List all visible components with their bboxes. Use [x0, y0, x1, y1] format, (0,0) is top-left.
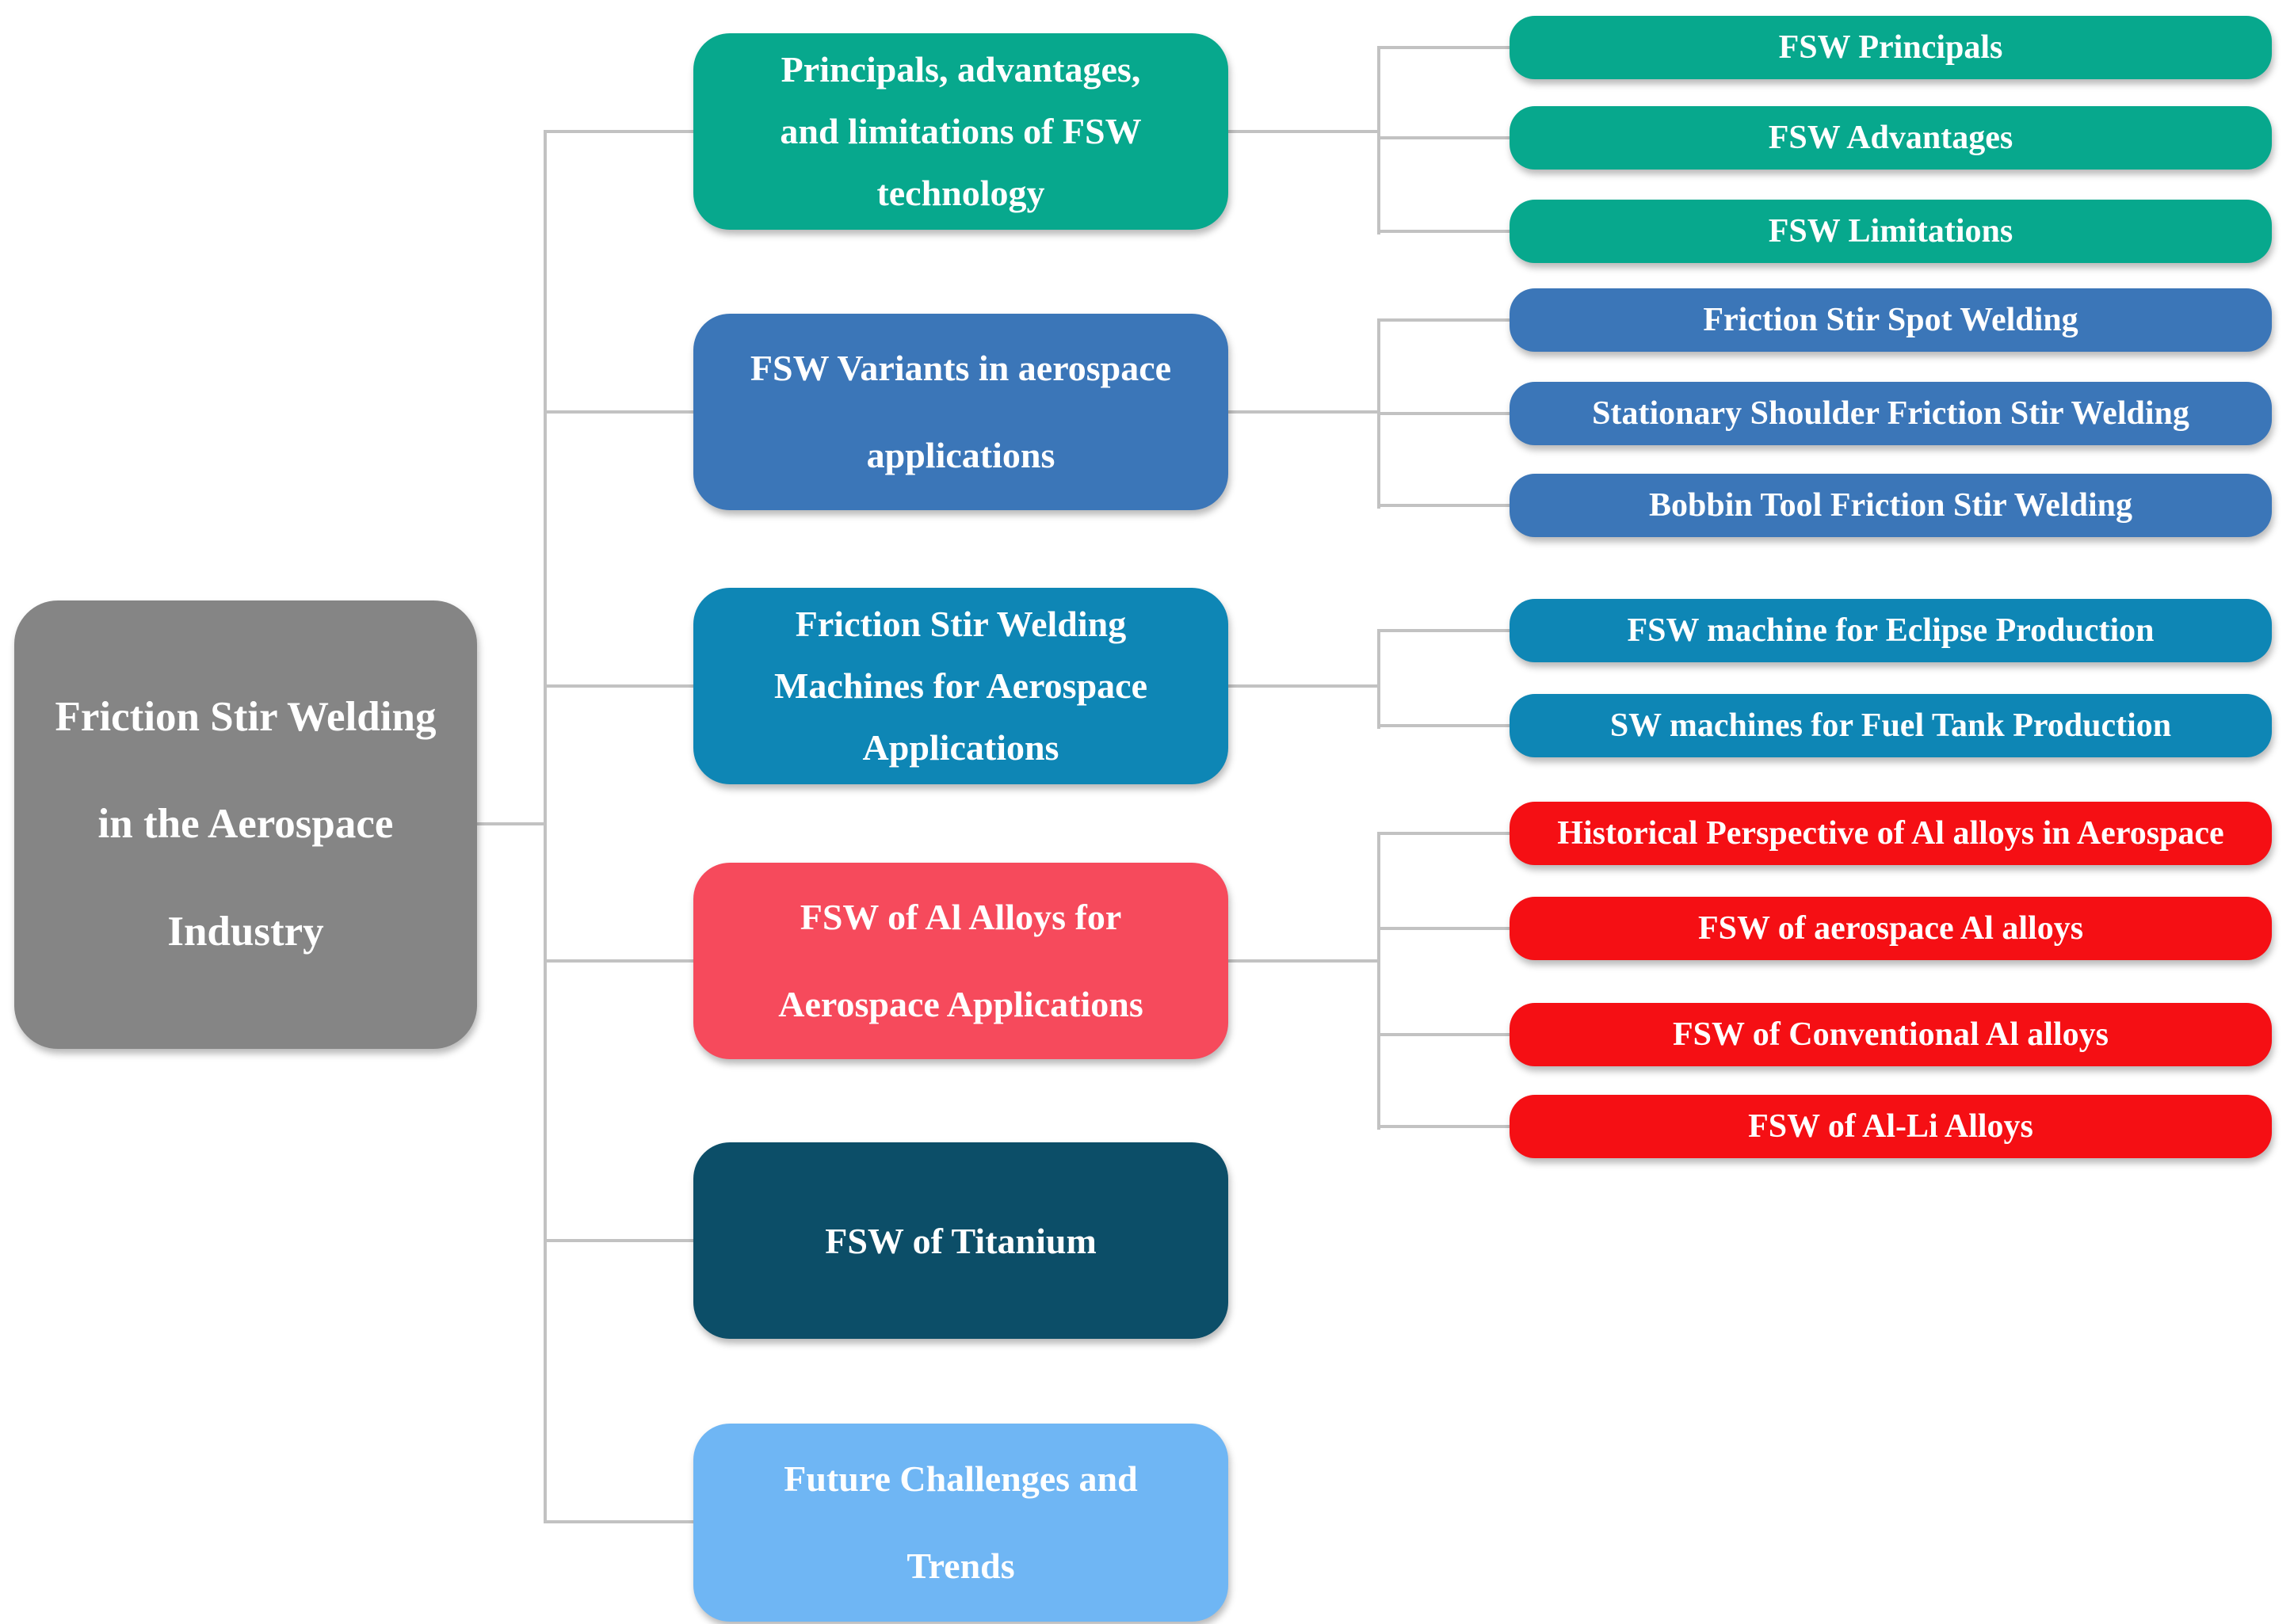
connector-leaf-fsw-limitations	[1380, 230, 1510, 233]
connector-to-branch-2	[547, 410, 693, 414]
connector-leaf-al-li	[1380, 1125, 1510, 1128]
connector-branch-1-out	[1228, 130, 1380, 133]
branch-label-line: Friction Stir Welding	[795, 603, 1127, 644]
root-title-line: in the Aerospace	[97, 801, 394, 848]
leaf-friction-stir-spot-welding: Friction Stir Spot Welding	[1510, 288, 2272, 352]
leaf-sw-machines-fuel-tank: SW machines for Fuel Tank Production	[1510, 694, 2272, 757]
connector-leaf-spot-welding	[1380, 318, 1510, 322]
branch-label-line: FSW of Titanium	[825, 1220, 1097, 1261]
branch-label-line: Future Challenges and	[784, 1458, 1138, 1499]
connector-leaf-fsw-principals	[1380, 46, 1510, 49]
connector-leaf-fsw-advantages	[1380, 136, 1510, 139]
connector-branch-2-out	[1228, 410, 1380, 414]
connector-branch-4-vertical	[1377, 832, 1380, 1130]
branch-label-line: applications	[866, 435, 1055, 475]
connector-leaf-historical	[1380, 832, 1510, 835]
leaf-fsw-al-li-alloys: FSW of Al-Li Alloys	[1510, 1095, 2272, 1158]
root-title-line: Friction Stir Welding	[55, 694, 437, 741]
branch-node-fsw-machines: Friction Stir Welding Machines for Aeros…	[693, 588, 1228, 784]
connector-to-branch-4	[547, 959, 693, 963]
branch-label-line: and limitations of FSW	[780, 110, 1142, 151]
connector-trunk-vertical	[544, 130, 547, 1523]
branch-label-line: Principals, advantages,	[781, 48, 1141, 90]
connector-leaf-fuel-tank	[1380, 724, 1510, 727]
leaf-fsw-machine-eclipse: FSW machine for Eclipse Production	[1510, 599, 2272, 662]
branch-label-line: FSW Variants in aerospace	[750, 347, 1172, 388]
connector-branch-3-vertical	[1377, 629, 1380, 729]
leaf-fsw-advantages: FSW Advantages	[1510, 106, 2272, 170]
connector-leaf-conventional-al	[1380, 1033, 1510, 1036]
branch-node-fsw-titanium: FSW of Titanium	[693, 1142, 1228, 1339]
connector-branch-2-vertical	[1377, 318, 1380, 509]
connector-branch-1-vertical	[1377, 46, 1380, 234]
branch-label-line: Aerospace Applications	[778, 984, 1143, 1024]
branch-node-future-challenges: Future Challenges and Trends	[693, 1424, 1228, 1622]
branch-node-fsw-variants: FSW Variants in aerospace applications	[693, 314, 1228, 510]
leaf-fsw-limitations: FSW Limitations	[1510, 200, 2272, 263]
leaf-fsw-principals: FSW Principals	[1510, 16, 2272, 79]
connector-leaf-bobbin-tool	[1380, 504, 1510, 507]
branch-label-line: technology	[876, 173, 1045, 214]
connector-leaf-aerospace-al	[1380, 927, 1510, 930]
root-node: Friction Stir Welding in the Aerospace I…	[14, 600, 477, 1049]
branch-label-line: Trends	[907, 1546, 1015, 1586]
connector-to-branch-6	[547, 1520, 693, 1523]
root-title-line: Industry	[167, 908, 324, 955]
branch-node-principals-advantages-limitations: Principals, advantages, and limitations …	[693, 33, 1228, 230]
connector-leaf-eclipse-production	[1380, 629, 1510, 632]
leaf-fsw-conventional-al-alloys: FSW of Conventional Al alloys	[1510, 1003, 2272, 1066]
connector-to-branch-1	[547, 130, 693, 133]
leaf-stationary-shoulder-fsw: Stationary Shoulder Friction Stir Weldin…	[1510, 382, 2272, 445]
leaf-fsw-aerospace-al-alloys: FSW of aerospace Al alloys	[1510, 897, 2272, 960]
connector-branch-4-out	[1228, 959, 1380, 963]
connector-leaf-stationary-shoulder	[1380, 412, 1510, 415]
connector-to-branch-3	[547, 684, 693, 688]
branch-label-line: FSW of Al Alloys for	[800, 896, 1122, 937]
branch-node-fsw-al-alloys: FSW of Al Alloys for Aerospace Applicati…	[693, 863, 1228, 1059]
branch-label-line: Machines for Aerospace	[773, 665, 1147, 706]
connector-branch-3-out	[1228, 684, 1380, 688]
leaf-historical-perspective: Historical Perspective of Al alloys in A…	[1510, 802, 2272, 865]
leaf-bobbin-tool-fsw: Bobbin Tool Friction Stir Welding	[1510, 474, 2272, 537]
connector-root-trunk	[475, 822, 545, 825]
branch-label-line: Applications	[862, 727, 1059, 768]
connector-to-branch-5	[547, 1239, 693, 1242]
